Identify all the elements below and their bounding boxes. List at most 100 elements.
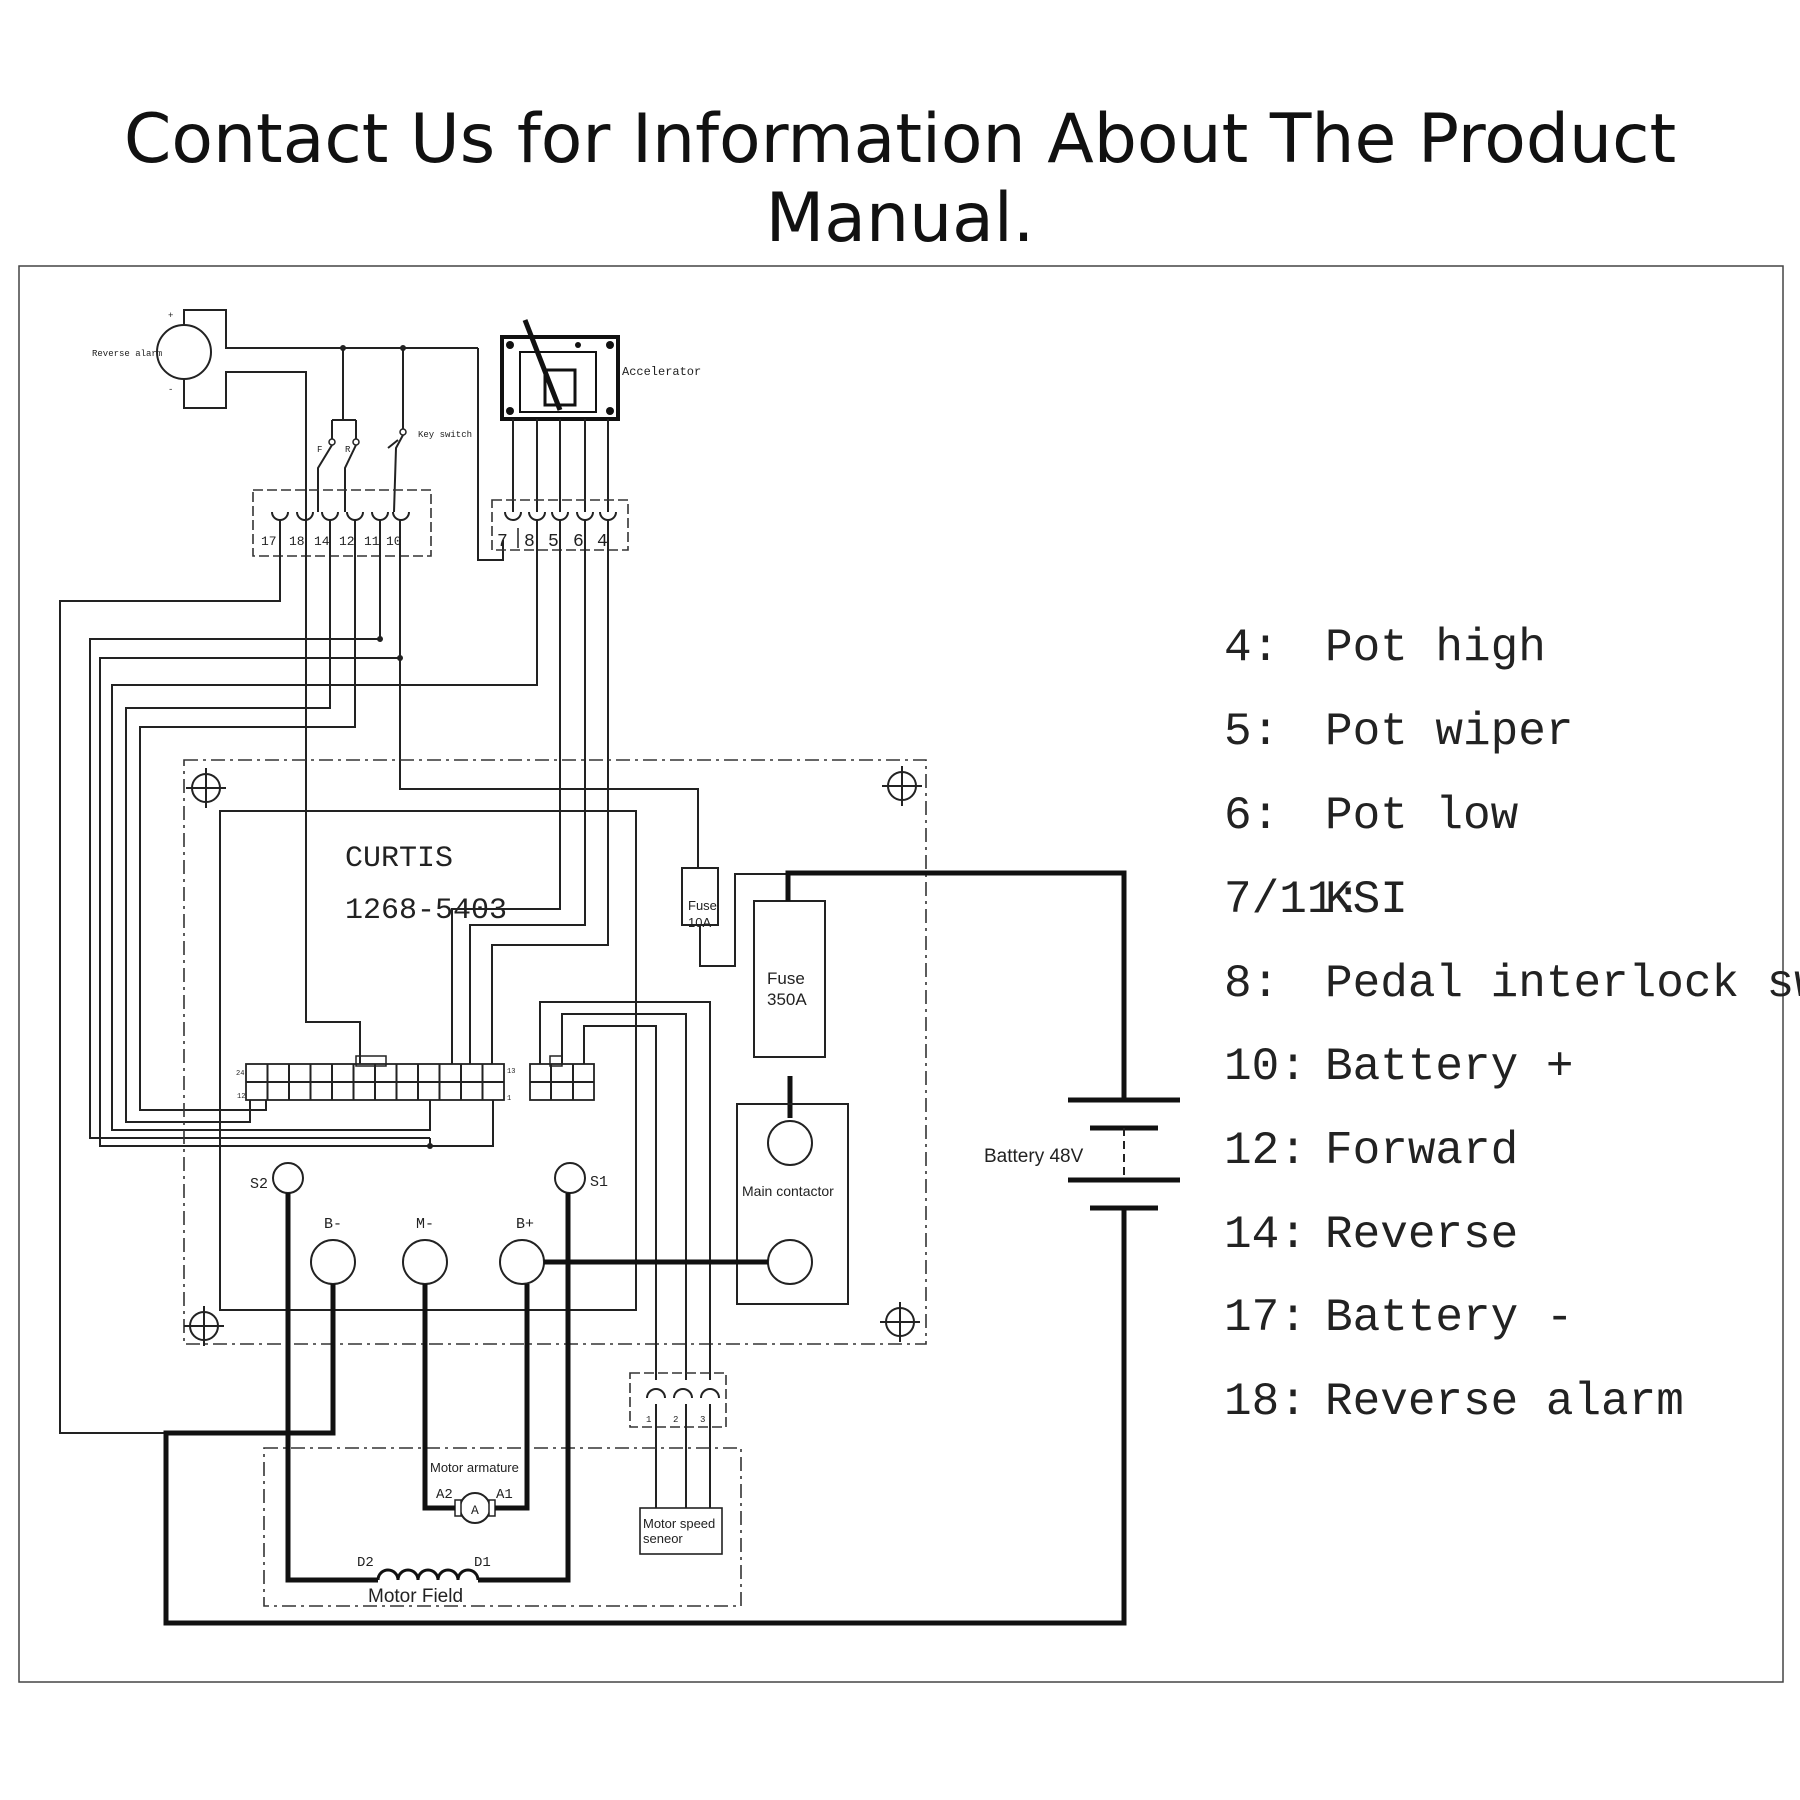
- legend-item: 18: Reverse alarm: [1224, 1376, 1684, 1428]
- controller-molex-24: 24 13 12 1: [236, 1055, 515, 1103]
- svg-text:12:: 12:: [1224, 1125, 1307, 1177]
- motor: Motor armature A A2 A1 D2 D1 Motor Field…: [263, 1193, 742, 1607]
- svg-text:Pot wiper: Pot wiper: [1325, 706, 1573, 758]
- controller: CURTIS 1268-5403 24 13 12 1 S2 S1: [183, 759, 927, 1380]
- legend-item: 8: Pedal interlock switch: [1224, 958, 1800, 1010]
- svg-text:-: -: [168, 385, 173, 395]
- reverse-alarm-label: Reverse alarm: [92, 349, 162, 359]
- key-switch-label: Key switch: [418, 430, 472, 440]
- right-connector: 7 8 5 6 4: [491, 499, 629, 552]
- svg-text:F: F: [317, 445, 322, 455]
- motor-speed-sensor: [639, 1507, 723, 1555]
- svg-text:4:: 4:: [1224, 622, 1279, 674]
- svg-text:M-: M-: [416, 1216, 434, 1233]
- harness-wires: [59, 520, 699, 1434]
- motor-armature-label: Motor armature: [430, 1460, 519, 1475]
- legend-item: 7/11: KSI: [1224, 874, 1408, 926]
- svg-text:8: 8: [524, 532, 535, 552]
- svg-text:12: 12: [237, 1093, 245, 1101]
- fuse-10a: Fuse 10A: [681, 867, 789, 967]
- svg-text:S2: S2: [250, 1176, 268, 1193]
- svg-text:10: 10: [386, 534, 402, 549]
- svg-text:1: 1: [507, 1095, 511, 1103]
- switch-wiring: F R Key switch: [317, 345, 472, 513]
- svg-text:5:: 5:: [1224, 706, 1279, 758]
- legend-item: 6: Pot low: [1224, 790, 1519, 842]
- svg-text:12: 12: [339, 534, 355, 549]
- svg-text:B+: B+: [516, 1216, 534, 1233]
- svg-text:2: 2: [673, 1415, 678, 1425]
- legend-item: 12: Forward: [1224, 1125, 1518, 1177]
- terminal-s1: [554, 1162, 586, 1194]
- battery: Battery 48V: [163, 1097, 1180, 1626]
- svg-text:seneor: seneor: [643, 1531, 683, 1546]
- legend-item: 5: Pot wiper: [1224, 706, 1573, 758]
- svg-text:3: 3: [700, 1415, 705, 1425]
- svg-text:13: 13: [507, 1068, 515, 1076]
- svg-text:7/11:: 7/11:: [1224, 874, 1362, 926]
- accelerator: Accelerator: [477, 319, 701, 561]
- accelerator-label: Accelerator: [622, 365, 701, 379]
- power-terminals: S2 S1 B- M- B+: [250, 1162, 608, 1285]
- main-contactor: Main contactor: [544, 1103, 849, 1305]
- controller-molex-6: [529, 1001, 711, 1380]
- svg-text:11: 11: [364, 534, 380, 549]
- terminal-m-minus: [402, 1239, 448, 1285]
- svg-text:4: 4: [597, 532, 608, 552]
- terminal-b-minus: [310, 1239, 356, 1285]
- svg-text:KSI: KSI: [1325, 874, 1408, 926]
- pin-legend: 4: Pot high 5: Pot wiper 6: Pot low 7/11…: [1224, 622, 1800, 1428]
- svg-text:6:: 6:: [1224, 790, 1279, 842]
- svg-text:B-: B-: [324, 1216, 342, 1233]
- svg-text:Forward: Forward: [1325, 1125, 1518, 1177]
- svg-text:A: A: [471, 1503, 479, 1518]
- svg-text:Fuse: Fuse: [688, 898, 717, 913]
- terminal-s2: [272, 1162, 304, 1194]
- svg-text:D2: D2: [357, 1555, 374, 1571]
- svg-text:A1: A1: [496, 1487, 513, 1503]
- svg-text:350A: 350A: [767, 990, 807, 1009]
- page-title: Contact Us for Information About The Pro…: [123, 100, 1677, 258]
- terminal-b-plus: [499, 1239, 545, 1285]
- svg-text:8:: 8:: [1224, 958, 1279, 1010]
- svg-text:7: 7: [497, 532, 508, 552]
- svg-text:17: 17: [261, 534, 277, 549]
- svg-text:5: 5: [548, 532, 559, 552]
- svg-text:Reverse alarm: Reverse alarm: [1325, 1376, 1684, 1428]
- svg-text:Fuse: Fuse: [767, 969, 805, 988]
- legend-item: 14: Reverse: [1224, 1209, 1518, 1261]
- svg-text:A2: A2: [436, 1487, 453, 1503]
- svg-text:+: +: [168, 311, 173, 321]
- legend-item: 17: Battery -: [1224, 1292, 1573, 1344]
- svg-text:D1: D1: [474, 1555, 491, 1571]
- svg-text:18:: 18:: [1224, 1376, 1307, 1428]
- svg-text:Pedal interlock switch: Pedal interlock switch: [1325, 958, 1800, 1010]
- legend-item: 10: Battery +: [1224, 1041, 1573, 1093]
- svg-text:Pot high: Pot high: [1325, 622, 1546, 674]
- fuse-350a: Fuse 350A: [753, 870, 1127, 1118]
- diagram-frame: [18, 265, 1784, 1683]
- svg-text:R: R: [345, 445, 351, 455]
- svg-text:Battery +: Battery +: [1325, 1041, 1573, 1093]
- svg-text:10A: 10A: [688, 915, 711, 930]
- mounting-holes: [184, 766, 922, 1346]
- svg-text:6: 6: [573, 532, 584, 552]
- motor-field-label: Motor Field: [368, 1586, 463, 1607]
- main-contactor-label: Main contactor: [742, 1183, 834, 1199]
- legend-item: 4: Pot high: [1224, 622, 1546, 674]
- svg-text:Reverse: Reverse: [1325, 1209, 1518, 1261]
- svg-text:Battery -: Battery -: [1325, 1292, 1573, 1344]
- svg-text:Pot low: Pot low: [1325, 790, 1519, 842]
- svg-text:1: 1: [646, 1415, 651, 1425]
- svg-text:18: 18: [289, 534, 305, 549]
- controller-brand: CURTIS: [345, 842, 453, 876]
- left-connector: 17 18 14 12 11 10: [252, 489, 432, 557]
- battery-label: Battery 48V: [984, 1146, 1084, 1167]
- svg-text:S1: S1: [590, 1174, 608, 1191]
- svg-text:Motor speed: Motor speed: [643, 1516, 715, 1531]
- speed-sensor-connector: 1 2 3: [629, 1372, 727, 1508]
- svg-text:14: 14: [314, 534, 330, 549]
- svg-text:24: 24: [236, 1070, 244, 1078]
- svg-text:14:: 14:: [1224, 1209, 1307, 1261]
- reverse-alarm: + - Reverse alarm: [92, 309, 478, 534]
